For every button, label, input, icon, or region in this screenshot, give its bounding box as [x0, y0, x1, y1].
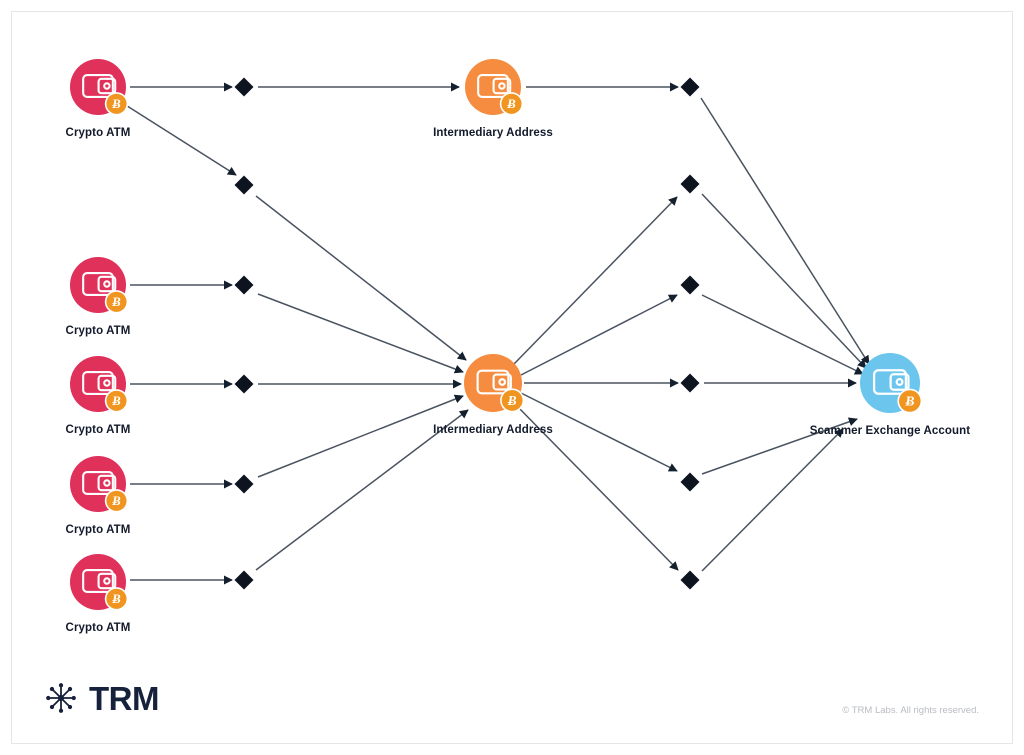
node-layer: Ƀ Ƀ Ƀ Ƀ Ƀ Ƀ Ƀ Ƀ	[70, 59, 923, 611]
bitcoin-badge-icon: Ƀ	[499, 92, 524, 116]
transaction-marker[interactable]	[680, 275, 700, 295]
transaction-marker[interactable]	[680, 570, 700, 590]
svg-text:Ƀ: Ƀ	[111, 394, 121, 408]
node-label-int2: Intermediary Address	[433, 424, 553, 436]
bitcoin-badge-icon: Ƀ	[104, 489, 129, 513]
svg-text:Ƀ: Ƀ	[111, 295, 121, 309]
bitcoin-badge-icon: Ƀ	[104, 290, 129, 314]
edge-d5-to-int2	[257, 394, 464, 478]
svg-text:Ƀ: Ƀ	[111, 494, 121, 508]
transaction-marker[interactable]	[234, 275, 254, 295]
node-label-int1: Intermediary Address	[433, 127, 553, 139]
bitcoin-badge-icon: Ƀ	[104, 92, 129, 116]
trm-brand: TRM	[44, 681, 159, 715]
transaction-marker[interactable]	[234, 175, 254, 195]
edge-d9-to-exch	[701, 294, 864, 375]
node-exch[interactable]: Ƀ	[860, 353, 923, 414]
transaction-marker[interactable]	[234, 374, 254, 394]
edge-layer	[123, 82, 870, 585]
transaction-marker[interactable]	[680, 373, 700, 393]
transaction-marker[interactable]	[680, 174, 700, 194]
wallet-bitcoin-icon	[82, 74, 117, 98]
edge-d6-to-int2	[255, 409, 469, 571]
edge-int2-to-d11	[520, 392, 678, 472]
edge-d11-to-exch	[701, 417, 858, 475]
svg-text:Ƀ: Ƀ	[111, 97, 121, 111]
svg-text:Ƀ: Ƀ	[506, 97, 516, 111]
wallet-bitcoin-icon	[82, 569, 117, 593]
node-int2[interactable]: Ƀ	[464, 354, 525, 413]
edge-d12-to-exch	[701, 428, 844, 572]
svg-text:Ƀ: Ƀ	[904, 394, 914, 409]
edge-d2-to-int2	[255, 195, 467, 361]
bitcoin-badge-icon: Ƀ	[104, 587, 129, 611]
node-label-atm1: Crypto ATM	[65, 127, 131, 139]
edge-d7-to-exch	[700, 97, 870, 365]
bitcoin-badge-icon: Ƀ	[897, 388, 923, 414]
node-atm2[interactable]: Ƀ	[70, 257, 129, 314]
transaction-marker[interactable]	[234, 570, 254, 590]
transaction-marker[interactable]	[680, 77, 700, 97]
node-int1[interactable]: Ƀ	[465, 59, 524, 116]
node-label-atm5: Crypto ATM	[65, 622, 131, 634]
transaction-marker[interactable]	[234, 77, 254, 97]
node-atm3[interactable]: Ƀ	[70, 356, 129, 413]
node-label-atm3: Crypto ATM	[65, 424, 131, 436]
edge-int2-to-d12	[514, 403, 679, 571]
node-label-atm2: Crypto ATM	[65, 325, 131, 337]
copyright-text: © TRM Labs. All rights reserved.	[842, 705, 979, 716]
wallet-bitcoin-icon	[477, 74, 512, 98]
wallet-bitcoin-icon	[872, 369, 910, 395]
edge-d8-to-exch	[701, 193, 867, 369]
transaction-marker[interactable]	[234, 474, 254, 494]
edge-d3-to-int2	[257, 293, 464, 374]
bitcoin-badge-icon: Ƀ	[500, 388, 525, 413]
wallet-bitcoin-icon	[476, 369, 512, 395]
svg-text:Ƀ: Ƀ	[111, 592, 121, 606]
bitcoin-badge-icon: Ƀ	[104, 389, 129, 413]
svg-text:Ƀ: Ƀ	[507, 393, 517, 408]
transaction-marker-layer	[234, 77, 700, 590]
wallet-bitcoin-icon	[82, 471, 117, 495]
node-atm1[interactable]: Ƀ	[70, 59, 129, 116]
brand-name: TRM	[89, 679, 159, 717]
transaction-marker[interactable]	[680, 472, 700, 492]
edge-atm1-to-d2	[123, 103, 237, 176]
node-label-atm4: Crypto ATM	[65, 524, 131, 536]
node-atm4[interactable]: Ƀ	[70, 456, 129, 513]
edge-int2-to-d8	[513, 196, 678, 365]
wallet-bitcoin-icon	[82, 272, 117, 296]
node-label-exch: Scammer Exchange Account	[809, 425, 971, 437]
trm-starburst-logo-icon	[46, 683, 76, 713]
wallet-bitcoin-icon	[82, 371, 117, 395]
node-atm5[interactable]: Ƀ	[70, 554, 129, 611]
edge-int2-to-d9	[520, 294, 678, 376]
